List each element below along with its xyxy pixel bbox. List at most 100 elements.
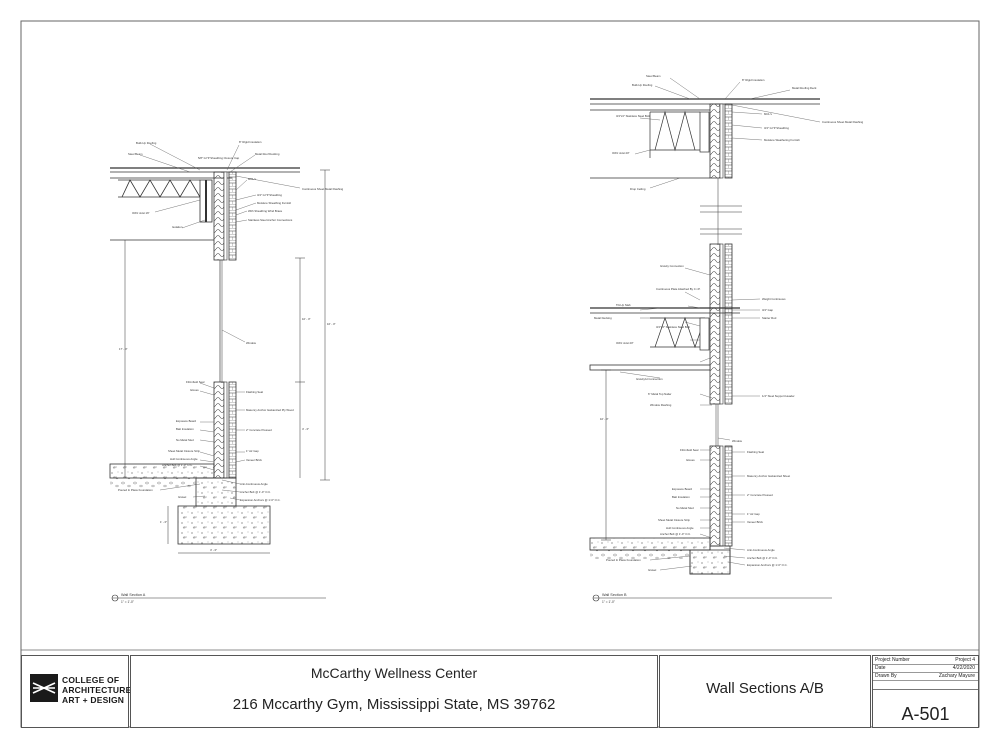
svg-text:Built-Up Roofing: Built-Up Roofing (136, 141, 157, 145)
svg-text:10' - 0": 10' - 0" (302, 317, 311, 321)
svg-text:Hull Continuous Angle: Hull Continuous Angle (170, 457, 198, 461)
svg-text:1' - 0": 1' - 0" (160, 520, 167, 524)
college-logo-icon (30, 674, 58, 702)
svg-text:1" Air Gap: 1" Air Gap (747, 512, 760, 516)
svg-text:Gravity Connection: Gravity Connection (660, 264, 684, 268)
svg-text:Fill-Infield Seal: Fill-Infield Seal (680, 448, 699, 452)
svg-text:With Sheathing Wind Brace: With Sheathing Wind Brace (248, 209, 283, 213)
project-cell: McCarthy Wellness Center 216 Mccarthy Gy… (130, 655, 658, 728)
svg-text:2" Concrete Pressed: 2" Concrete Pressed (246, 428, 272, 432)
svg-text:Expansion Anchors @ 1'-0" O.C.: Expansion Anchors @ 1'-0" O.C. (240, 498, 281, 502)
svg-text:Gravel: Gravel (178, 495, 187, 499)
svg-text:Steel Beam: Steel Beam (128, 152, 143, 156)
svg-text:Gloves: Gloves (190, 388, 199, 392)
svg-text:Gravity/H Connection: Gravity/H Connection (636, 377, 663, 381)
svg-text:Anchor Bolt @ 1'-0" O.C.: Anchor Bolt @ 1'-0" O.C. (162, 463, 193, 467)
svg-text:Expansion Anchors @ 1'-0" O.C.: Expansion Anchors @ 1'-0" O.C. (747, 563, 788, 567)
svg-text:8" Rigid Insulation: 8" Rigid Insulation (239, 140, 262, 144)
svg-text:Exposure Board: Exposure Board (672, 487, 693, 491)
svg-text:No Metal Stud: No Metal Stud (676, 506, 694, 510)
svg-text:Hull Continuous Angle: Hull Continuous Angle (666, 526, 694, 530)
svg-text:Starter Rod: Starter Rod (762, 316, 777, 320)
project-address: 216 Mccarthy Gym, Mississippi State, MS … (232, 696, 556, 713)
svg-text:Built-Up Roofing: Built-Up Roofing (632, 83, 653, 87)
svg-text:Window: Window (246, 341, 257, 345)
svg-text:1" Air Gap: 1" Air Gap (246, 449, 259, 453)
svg-text:Stainless Steel Anchor Connect: Stainless Steel Anchor Connections (248, 218, 293, 222)
sheet-title-cell: Wall Sections A/B (659, 655, 871, 728)
svg-text:3/4"x3" Stainless Steel Bolt: 3/4"x3" Stainless Steel Bolt (656, 325, 690, 329)
joist-a (118, 179, 201, 198)
svg-text:Batt Insulation: Batt Insulation (672, 495, 690, 499)
svg-text:Anchor Bolt @ 1'-0" O.C.: Anchor Bolt @ 1'-0" O.C. (660, 532, 691, 536)
section-b-title: Wall Section B (602, 593, 627, 597)
svg-text:3/4" GYP Sheathing: 3/4" GYP Sheathing (257, 193, 282, 197)
wall-section-b: Steel Beam Built-Up Roofing 8" Rigid Ins… (589, 74, 864, 604)
svg-text:3/4" GYP Sheathing: 3/4" GYP Sheathing (764, 126, 789, 130)
svg-text:Metal Roof Decking: Metal Roof Decking (255, 152, 280, 156)
svg-text:Moisture Weathering Furnish: Moisture Weathering Furnish (764, 138, 800, 142)
svg-text:1/4" Steel Support Header: 1/4" Steel Support Header (762, 394, 795, 398)
svg-text:Window: Window (732, 439, 743, 443)
svg-text:8" Rigid Insulation: 8" Rigid Insulation (742, 78, 765, 82)
svg-text:Anchor Bolt @ 1'-0" O.C.: Anchor Bolt @ 1'-0" O.C. (240, 490, 271, 494)
svg-text:16' - 0": 16' - 0" (327, 322, 336, 326)
logo-cell: COLLEGE OF ARCHITECTURE ART + DESIGN (21, 655, 132, 728)
svg-text:Drop Ceiling: Drop Ceiling (630, 187, 646, 191)
svg-text:Metal Decking: Metal Decking (594, 316, 612, 320)
svg-text:OWJ Joist 20": OWJ Joist 20" (612, 151, 630, 155)
svg-text:3/4" Gap: 3/4" Gap (762, 308, 773, 312)
svg-text:MCL's: MCL's (764, 112, 772, 116)
college-logo-text: COLLEGE OF ARCHITECTURE ART + DESIGN (62, 675, 132, 705)
svg-text:Moisture Sheathing Furnish: Moisture Sheathing Furnish (257, 201, 292, 205)
svg-text:Sheet Metal Closure Strip: Sheet Metal Closure Strip (168, 449, 200, 453)
section-b-scale: 1" = 1'-0" (602, 600, 615, 604)
svg-text:3/4"x3" Stainless Steel Bolt: 3/4"x3" Stainless Steel Bolt (616, 114, 650, 118)
svg-text:4' - 0": 4' - 0" (210, 548, 217, 552)
svg-text:Veneer Brick: Veneer Brick (747, 520, 763, 524)
svg-text:Metal Roofing Deck: Metal Roofing Deck (792, 86, 817, 90)
svg-text:No Metal Stud: No Metal Stud (176, 438, 194, 442)
svg-text:Batt Insulation: Batt Insulation (176, 427, 194, 431)
sheet-title: Wall Sections A/B (706, 680, 824, 697)
wall-section-a: Built-Up Roofing Steel Beam OWJ Joist 16… (109, 140, 344, 604)
svg-text:6" Metal Top Nailer: 6" Metal Top Nailer (648, 392, 672, 396)
svg-text:17' - 0": 17' - 0" (119, 347, 128, 351)
project-name: McCarthy Wellness Center (310, 665, 478, 681)
svg-text:Poured In Place Foundation: Poured In Place Foundation (118, 488, 153, 492)
sheet-border (20, 20, 980, 728)
svg-text:Anchor Bolt @ 1'-0" O.C.: Anchor Bolt @ 1'-0" O.C. (747, 556, 778, 560)
svg-text:4' - 0": 4' - 0" (302, 427, 309, 431)
svg-text:Continuous Sheet Metal Flashin: Continuous Sheet Metal Flashing (822, 120, 864, 124)
svg-text:Anti-Continuous Angle: Anti-Continuous Angle (240, 482, 268, 486)
svg-text:Continuous Plate Attached By C: Continuous Plate Attached By C.I.P. (656, 287, 701, 291)
svg-text:Steel Beam: Steel Beam (646, 74, 661, 78)
svg-text:Flashing Seal: Flashing Seal (246, 390, 263, 394)
sheet-number-box: A-501 (873, 689, 978, 727)
svg-text:Fill-Infield Seal: Fill-Infield Seal (186, 380, 205, 384)
svg-text:Poured In Place Foundation: Poured In Place Foundation (606, 558, 641, 562)
svg-text:10' - 0": 10' - 0" (600, 417, 609, 421)
svg-text:2" Concrete Pressed: 2" Concrete Pressed (747, 493, 773, 497)
svg-text:Exposure Board: Exposure Board (176, 419, 197, 423)
svg-text:OWJ Joist 16": OWJ Joist 16" (132, 211, 150, 215)
svg-text:Isolation: Isolation (172, 225, 183, 229)
svg-text:Gloves: Gloves (686, 458, 695, 462)
sheet-number: A-501 (901, 704, 950, 724)
svg-text:MCL's: MCL's (248, 177, 256, 181)
svg-text:Sheet Metal Closure Strip: Sheet Metal Closure Strip (658, 518, 690, 522)
svg-text:Window Flashing: Window Flashing (650, 403, 672, 407)
svg-text:OWJ Joist 20": OWJ Joist 20" (616, 341, 634, 345)
svg-text:5/8" GYP Sheathing Closure Cap: 5/8" GYP Sheathing Closure Cap (198, 156, 240, 160)
svg-text:Veneer Brick: Veneer Brick (246, 458, 262, 462)
section-a-title: Wall Section A (121, 593, 146, 597)
svg-text:Tilt-Up Slab: Tilt-Up Slab (616, 303, 631, 307)
svg-text:Weight Continuous: Weight Continuous (762, 297, 786, 301)
svg-text:Gravel: Gravel (648, 568, 657, 572)
svg-text:Anti-Continuous Angle: Anti-Continuous Angle (747, 548, 775, 552)
